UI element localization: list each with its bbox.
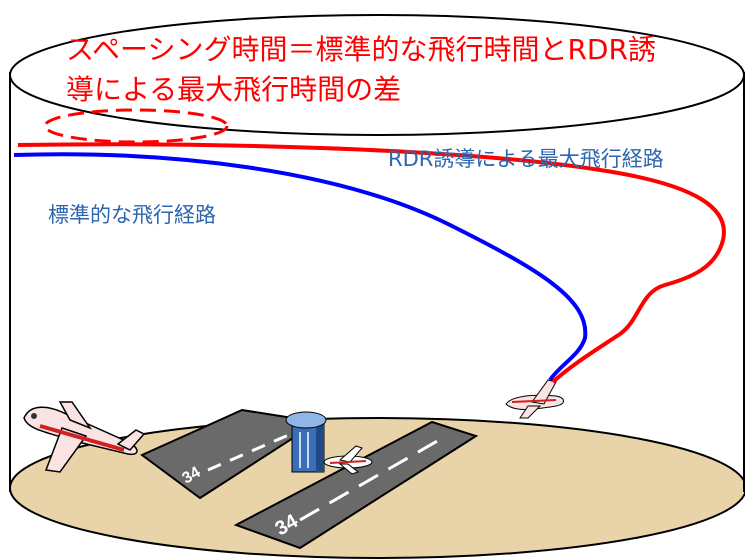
spacing-time-marker (43, 108, 229, 144)
spacing-time-title-line-2: 導による最大飛行時間の差 (66, 73, 402, 106)
runway-left-centerline (207, 428, 301, 472)
distant-airplane-icon (505, 379, 564, 419)
tower-body-shade (316, 424, 324, 472)
runway-right-centerline (299, 434, 447, 522)
cylinder-top (9, 14, 745, 136)
control-tower-icon (285, 411, 327, 473)
spacing-time-title-line-1: スペーシング時間＝標準的な飛行時間とRDR誘 (66, 33, 656, 66)
parked-airplane-icon (323, 445, 373, 475)
tower-top (285, 411, 327, 429)
standard-path-label: 標準的な飛行経路 (48, 203, 216, 227)
rdr-max-flight-path (17, 142, 726, 384)
landing-airplane-icon (23, 401, 146, 473)
runway-right (233, 420, 479, 550)
standard-flight-path (13, 152, 588, 382)
runway-icon: 34 34 (140, 408, 479, 550)
runway-number-left: 34 (180, 464, 204, 488)
rdr-path-label: RDR誘導による最大飛行経路 (388, 147, 664, 171)
